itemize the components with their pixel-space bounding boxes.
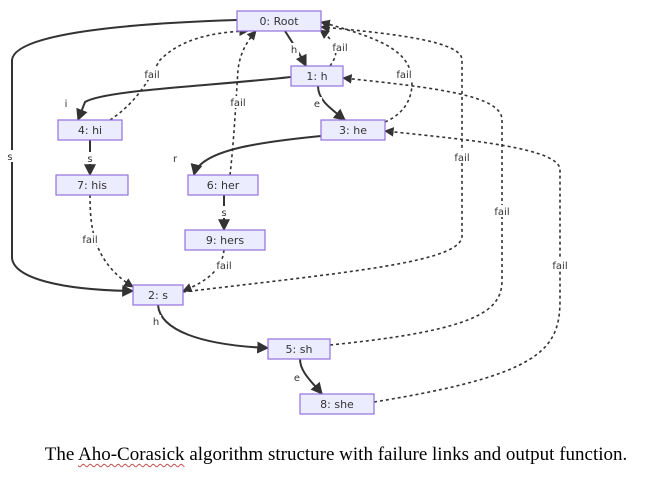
- edge-label-n7-n2: fail: [82, 235, 97, 246]
- node-box-n7: [55, 174, 129, 196]
- node-box-n2: [132, 284, 184, 306]
- edge-label-n0-n1: h: [291, 45, 297, 56]
- node-label-n6: 6: her: [207, 179, 240, 192]
- node-box-n5: [267, 338, 331, 360]
- edge-label-bg-n4-n0: [137, 68, 167, 80]
- goto-edge-n2-n5: [157, 304, 270, 354]
- edge-label-n0-n2: s: [7, 152, 12, 163]
- failure-link-n9-n2: [182, 249, 225, 293]
- goto-edge-n1-n4: [76, 76, 292, 122]
- edge-label-n1-n3: e: [314, 99, 320, 110]
- node-n5: 5: sh: [267, 338, 331, 360]
- node-n0: 0: Root: [236, 10, 322, 32]
- node-box-n4: [57, 119, 123, 141]
- node-label-n0: 0: Root: [259, 15, 299, 28]
- node-n2: 2: s: [132, 284, 184, 306]
- node-n7: 7: his: [55, 174, 129, 196]
- edge-label-bg-n6-n0: [223, 96, 253, 108]
- edge-label-n1-n0: fail: [332, 43, 347, 54]
- node-label-n3: 3: he: [339, 124, 367, 137]
- node-label-n8: 8: she: [320, 398, 354, 411]
- node-label-n9: 9: hers: [206, 234, 244, 247]
- failure-link-n8-n3: [373, 127, 561, 403]
- edge-label-bg-n3-n6: [169, 152, 181, 164]
- edge-label-bg-n6-n9: [218, 206, 230, 218]
- aho-corasick-diagram: 0: Root 1: h 2: s 3: he 4: hi 5: sh 6: her 7: h…: [4, 10, 575, 415]
- node-label-n5: 5: sh: [286, 343, 313, 356]
- edge-label-n5-n1: fail: [494, 207, 509, 218]
- node-n4: 4: hi: [57, 119, 123, 141]
- node-label-n4: 4: hi: [78, 124, 102, 137]
- edge-label-bg-n1-n4: [60, 97, 72, 109]
- node-box-n0: [236, 10, 322, 32]
- edge-label-n3-n0: fail: [396, 70, 411, 81]
- node-n9: 9: hers: [184, 229, 266, 251]
- edge-label-bg-n2-n5: [150, 315, 162, 327]
- node-n1: 1: h: [290, 65, 344, 87]
- node-box-n1: [290, 65, 344, 87]
- edge-label-bg-n7-n2: [75, 233, 105, 245]
- node-n8: 8: she: [299, 393, 375, 415]
- edge-label-bg-n0-n1: [288, 43, 300, 55]
- goto-edge-n0-n2: [11, 19, 238, 297]
- node-label-n2: 2: s: [148, 289, 168, 302]
- edge-label-n9-n2: fail: [216, 261, 231, 272]
- edge-label-n4-n7: s: [87, 154, 92, 165]
- edge-label-bg-n5-n8: [291, 371, 303, 383]
- figure-caption: The Aho-Corasick algorithm structure wit…: [0, 444, 672, 466]
- edge-label-bg-n9-n2: [209, 259, 239, 271]
- failure-link-n4-n0: [109, 26, 249, 121]
- node-box-n6: [187, 174, 259, 196]
- edge-label-bg-n2-n0: [447, 151, 477, 163]
- node-n6: 6: her: [187, 174, 259, 196]
- edge-label-n3-n6: r: [173, 154, 178, 165]
- caption-suffix: algorithm structure with failure links a…: [184, 444, 628, 465]
- edge-label-n6-n0: fail: [230, 98, 245, 109]
- node-box-n8: [299, 393, 375, 415]
- edge-label-bg-n1-n3: [311, 97, 323, 109]
- edge-label-n5-n8: e: [294, 373, 300, 384]
- edge-label-bg-n1-n0: [325, 41, 355, 53]
- edge-label-bg-n0-n2: [4, 150, 16, 162]
- node-box-n9: [184, 229, 266, 251]
- edge-label-bg-n5-n1: [487, 205, 517, 217]
- failure-link-n1-n0: [319, 29, 337, 67]
- edge-label-n6-n9: s: [221, 208, 226, 219]
- edge-label-n4-n0: fail: [144, 70, 159, 81]
- node-n3: 3: he: [320, 119, 386, 141]
- edge-label-n1-n4: i: [65, 99, 68, 110]
- edge-label-bg-n3-n0: [389, 68, 419, 80]
- failure-link-n5-n1: [329, 74, 503, 346]
- node-label-n7: 7: his: [77, 179, 107, 192]
- goto-edge-n5-n8: [299, 358, 323, 395]
- goto-edge-n3-n6: [190, 135, 322, 177]
- node-label-n1: 1: h: [306, 70, 327, 83]
- goto-edge-n1-n3: [317, 85, 346, 121]
- node-box-n3: [320, 119, 386, 141]
- edge-label-n2-n5: h: [153, 317, 159, 328]
- caption-prefix: The: [44, 444, 78, 465]
- caption-algorithm-name: Aho-Corasick: [77, 444, 185, 465]
- edge-label-n8-n3: fail: [552, 261, 567, 272]
- edge-label-bg-n4-n7: [84, 152, 96, 164]
- edge-label-n2-n0: fail: [454, 153, 469, 164]
- edge-label-bg-n8-n3: [545, 259, 575, 271]
